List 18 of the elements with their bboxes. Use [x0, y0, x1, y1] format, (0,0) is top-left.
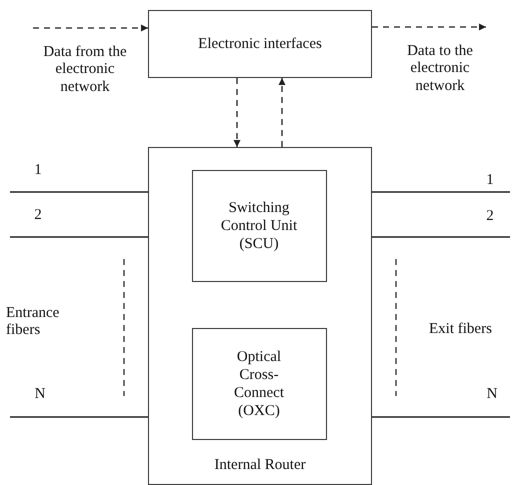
arrow	[234, 78, 240, 147]
arrow	[278, 78, 286, 147]
fiber-line	[10, 191, 148, 193]
box-label: Electronic interfaces	[197, 35, 323, 53]
box-label: Optical Cross-Connect (OXC)	[233, 348, 285, 420]
box-label: Internal Router	[213, 456, 307, 474]
fiber-line	[10, 236, 148, 238]
process-box	[192, 170, 326, 282]
fiber-line	[372, 236, 510, 238]
box-label: Switching Control Unit (SCU)	[220, 198, 298, 252]
arrow	[33, 24, 148, 32]
arrow	[372, 24, 486, 30]
fiber-line	[372, 191, 510, 193]
fiber-line	[372, 416, 510, 418]
process-box	[148, 10, 372, 78]
fiber-line	[10, 416, 148, 418]
router-box	[148, 147, 372, 485]
process-box	[192, 328, 326, 440]
